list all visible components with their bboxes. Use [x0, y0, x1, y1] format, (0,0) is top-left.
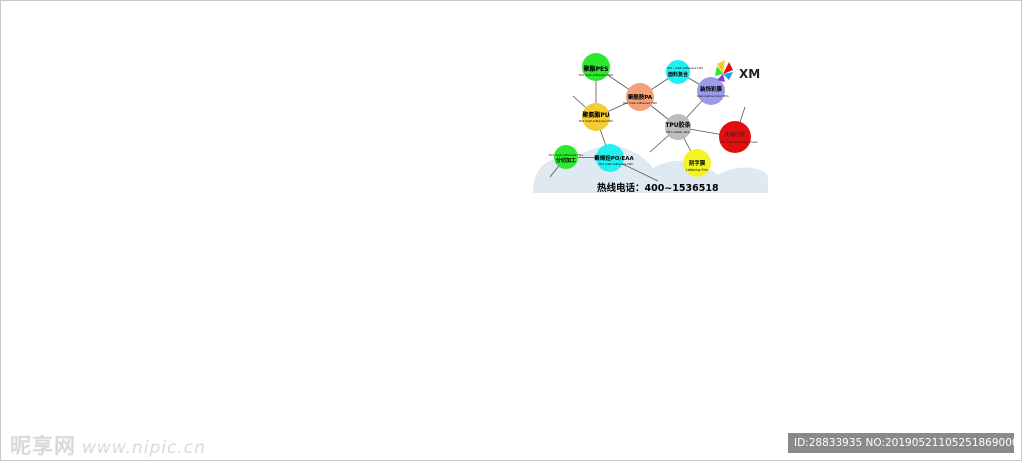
node-title-po: 聚烯烃PO/EAA [593, 154, 634, 162]
node-circle-red [719, 121, 751, 153]
node-title-top-center: 面料复合 [668, 71, 689, 78]
node-title-red: 无缝内衣 [725, 131, 745, 138]
node-circle-letter [683, 149, 711, 177]
image-id-bar: ID:28833935 NO:20190521105251869000 [788, 433, 1014, 453]
node-circle-pu [582, 103, 610, 131]
node-circle-decor [697, 77, 725, 105]
xm-logo-icon [715, 60, 733, 82]
logo-text: XM [739, 67, 760, 81]
node-circle-pes [582, 53, 610, 81]
network-diagram: 聚酯PES Hot melt Adhesive Film 聚酰胺PA Hot m… [533, 53, 768, 193]
node-circle-top-center [666, 60, 690, 84]
node-subtitle-left-small: Hot melt Adhesive Film [549, 153, 584, 157]
node-title-letter: 刻字膜 [689, 159, 706, 167]
node-circle-left-small [554, 145, 578, 169]
node-title-pes: 聚酯PES [583, 65, 609, 73]
watermark: 昵享网 www.nipic.cn [10, 430, 206, 460]
node-subtitle-pu: Hot melt Adhesive Film [579, 119, 614, 123]
node-circle-pa [626, 83, 654, 111]
node-circle-po [596, 144, 624, 172]
node-title-tpu: TPU胶条 [665, 121, 691, 129]
node-circle-tpu [665, 114, 691, 140]
node-subtitle-tpu: TPU rubber strip [665, 130, 691, 134]
node-subtitle-decor: Decorative color film [697, 94, 728, 98]
node-title-pu: 聚氨酯PU [581, 111, 609, 119]
node-subtitle-pes: Hot melt Adhesive Film [579, 73, 614, 77]
node-subtitle-red: Hot melt Adhesive sheet [721, 140, 759, 144]
hotline-text: 热线电话：400~1536518 [597, 182, 719, 193]
watermark-brand: 昵享网 [10, 434, 76, 458]
node-title-left-small: 分切加工 [556, 157, 576, 164]
node-title-pa: 聚酰胺PA [627, 93, 653, 101]
node-subtitle-pa: Hot melt Adhesive Film [623, 101, 658, 105]
node-title-decor: 装饰彩膜 [700, 85, 723, 93]
node-subtitle-letter: Lettering Film [686, 168, 708, 172]
watermark-url: www.nipic.cn [82, 438, 206, 458]
node-subtitle-top-center: Hot - melt Adhesive Film [667, 66, 704, 70]
node-subtitle-po: Hot melt Adhesive Film [599, 162, 634, 166]
